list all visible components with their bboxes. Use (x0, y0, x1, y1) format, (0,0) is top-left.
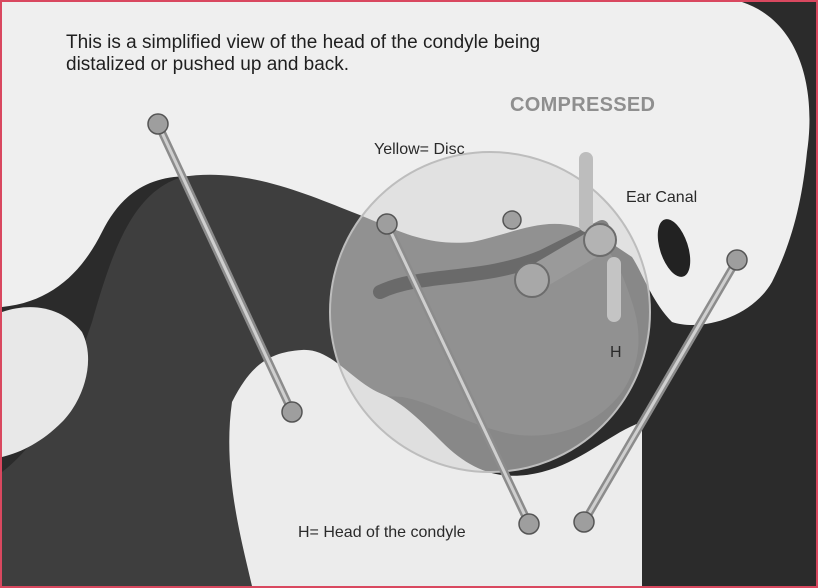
caption-text: This is a simplified view of the head of… (66, 32, 746, 76)
condyle-pivot (584, 224, 616, 256)
ear-canal-label: Ear Canal (626, 189, 697, 207)
caption-line-1: This is a simplified view of the head of… (66, 32, 746, 54)
guide-bar-lower (607, 257, 621, 322)
guide-bar-upper (579, 152, 593, 232)
caption-line-2: distalized or pushed up and back. (66, 54, 746, 76)
disc-rivet (503, 211, 521, 229)
legend-label: H= Head of the condyle (298, 524, 466, 542)
disc-circle (330, 152, 650, 472)
disc-label: Yellow= Disc (374, 141, 465, 159)
h-marker-label: H (610, 344, 622, 362)
condyle-head (515, 263, 549, 297)
status-label: COMPRESSED (510, 94, 655, 117)
